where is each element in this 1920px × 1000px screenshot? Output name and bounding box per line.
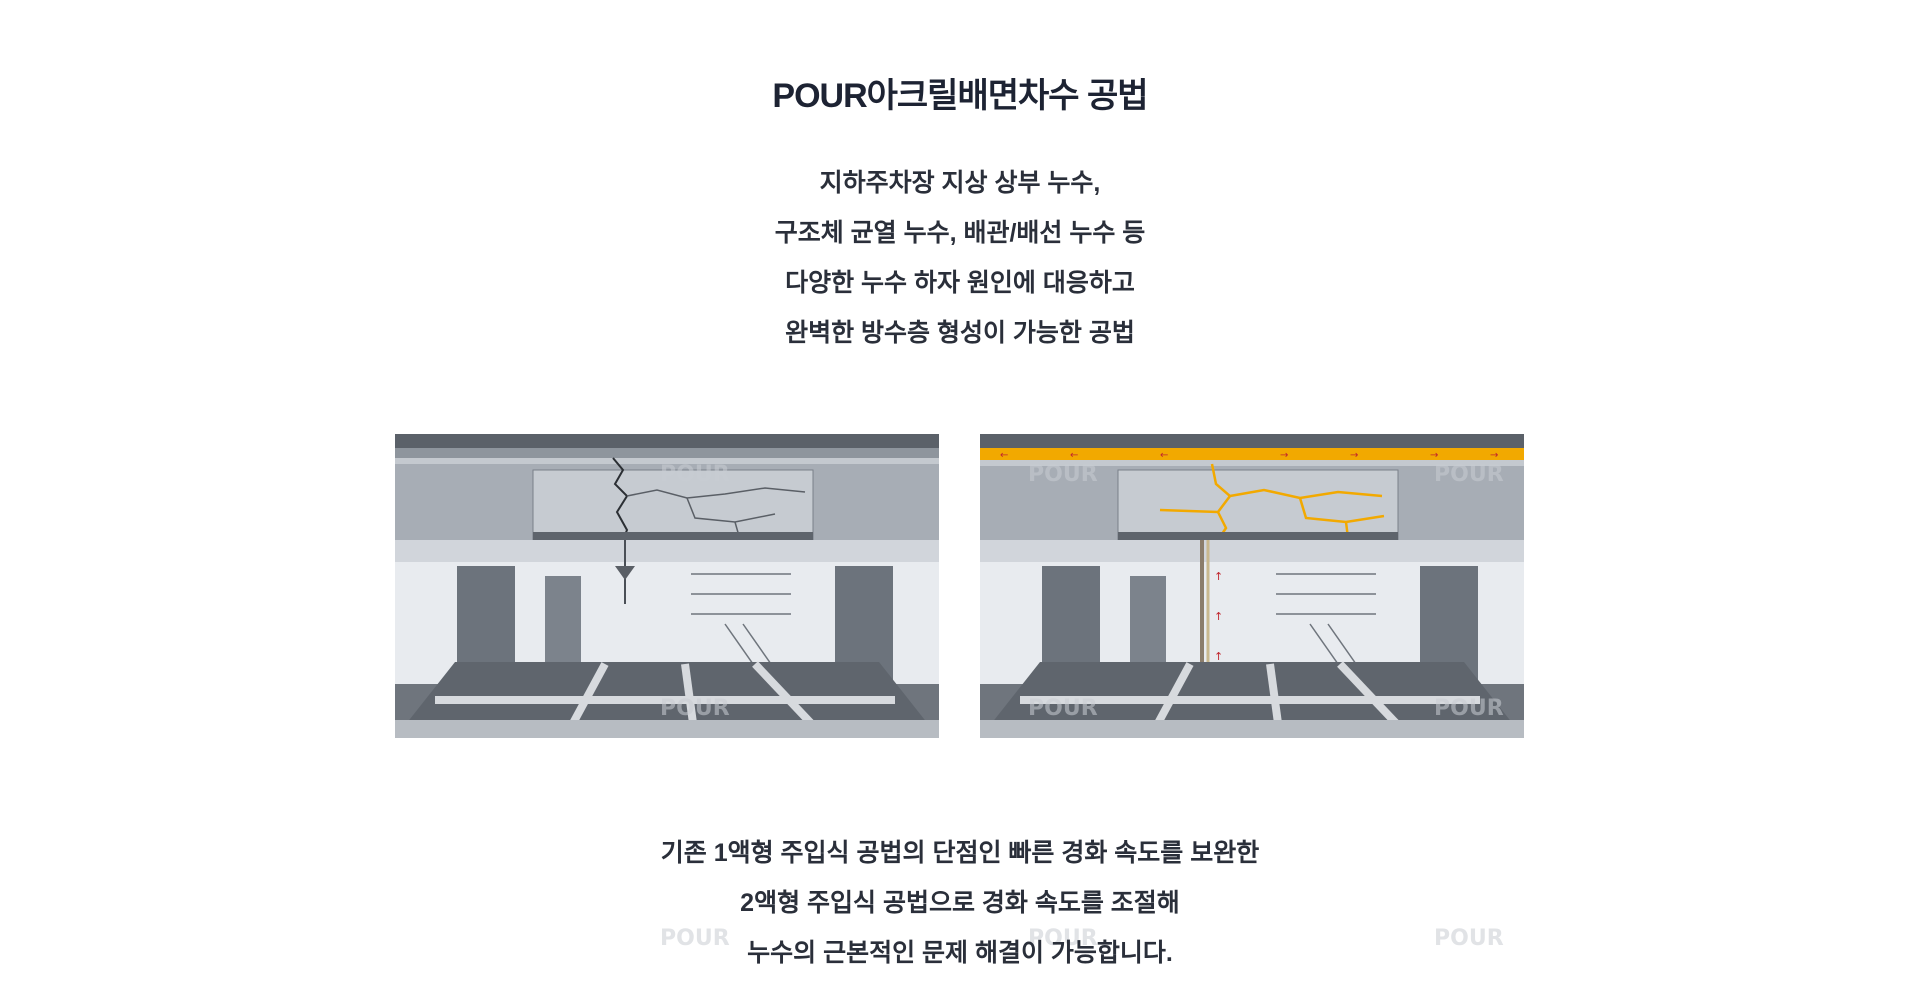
watermark-logo: POUR [660, 696, 730, 721]
svg-text:↑: ↑ [1214, 650, 1223, 663]
injection-repair-illustration: ← ← ← → → → → ↑ ↑ ↑ [980, 434, 1524, 738]
intro-line: 구조체 균열 누수, 배관/배선 누수 등 [774, 219, 1146, 247]
svg-text:→: → [1490, 450, 1498, 461]
outro-line: 누수의 근본적인 문제 해결이 가능합니다. [747, 939, 1173, 967]
outro-text: 기존 1액형 주입식 공법의 단점인 빠른 경화 속도를 보완한 2액형 주입식… [0, 828, 1920, 978]
outro-line: 기존 1액형 주입식 공법의 단점인 빠른 경화 속도를 보완한 [660, 839, 1260, 867]
svg-text:←: ← [1000, 450, 1008, 461]
watermark-logo: POUR [1028, 696, 1098, 721]
watermark-logo: POUR [1434, 926, 1504, 951]
svg-text:→: → [1280, 450, 1288, 461]
svg-text:→: → [1430, 450, 1438, 461]
intro-text: 지하주차장 지상 상부 누수, 구조체 균열 누수, 배관/배선 누수 등 다양… [0, 158, 1920, 358]
watermark-logo: POUR [1028, 926, 1098, 951]
intro-line: 완벽한 방수층 형성이 가능한 공법 [785, 319, 1135, 347]
svg-text:↑: ↑ [1214, 570, 1223, 583]
svg-text:←: ← [1160, 450, 1168, 461]
cracked-slab-illustration [395, 434, 939, 738]
watermark-logo: POUR [660, 462, 730, 487]
outro-line: 2액형 주입식 공법으로 경화 속도를 조절해 [740, 889, 1180, 917]
intro-line: 다양한 누수 하자 원인에 대응하고 [785, 269, 1135, 297]
intro-line: 지하주차장 지상 상부 누수, [819, 169, 1101, 197]
svg-text:→: → [1350, 450, 1358, 461]
watermark-logo: POUR [1434, 696, 1504, 721]
watermark-logo: POUR [660, 926, 730, 951]
svg-text:↑: ↑ [1214, 610, 1223, 623]
svg-text:←: ← [1070, 450, 1078, 461]
watermark-logo: POUR [1028, 462, 1098, 487]
page-title: POUR아크릴배면차수 공법 [772, 77, 1148, 115]
watermark-logo: POUR [1434, 462, 1504, 487]
